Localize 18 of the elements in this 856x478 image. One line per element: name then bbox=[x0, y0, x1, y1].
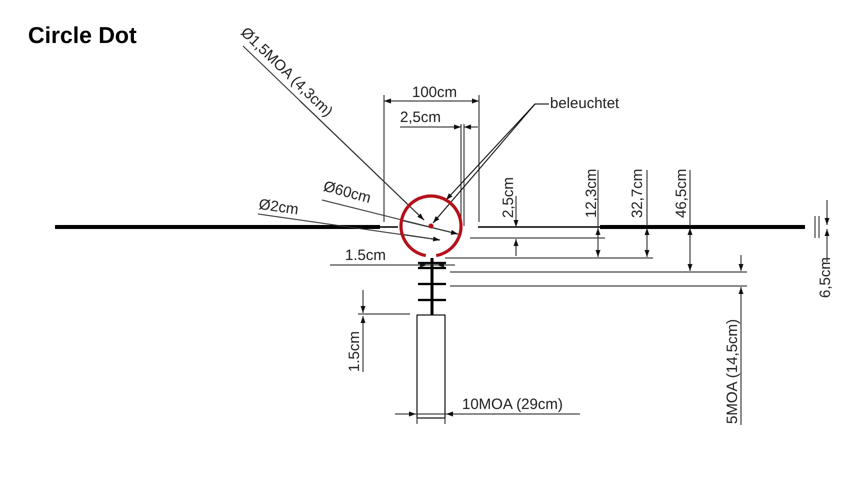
dimension-label: 5MOA (14,5cm) bbox=[724, 318, 741, 424]
title: Circle Dot bbox=[28, 22, 137, 49]
dimension-label: 6,5cm bbox=[817, 257, 834, 298]
dimension-label: 2,5cm bbox=[500, 177, 517, 218]
dimension-label: 46,5cm bbox=[673, 168, 690, 218]
dimension-label: 100cm bbox=[412, 84, 458, 101]
dimension-label: 1.5cm bbox=[345, 247, 386, 264]
dimension-label: Ø60cm bbox=[322, 178, 373, 207]
center-dot bbox=[428, 224, 434, 228]
dimension-label: 12,3cm bbox=[583, 168, 600, 218]
dimension-label: 2,5cm bbox=[400, 109, 441, 126]
dimension-label: 32,7cm bbox=[629, 168, 646, 218]
dimension-label: 10MOA (29cm) bbox=[462, 396, 563, 413]
reticle-ring bbox=[399, 194, 463, 258]
callout-text: beleuchtet bbox=[550, 95, 620, 112]
dimension-label: Ø2cm bbox=[258, 196, 300, 218]
dimension-label: 1.5cm bbox=[346, 331, 363, 372]
leader-line bbox=[432, 104, 550, 224]
